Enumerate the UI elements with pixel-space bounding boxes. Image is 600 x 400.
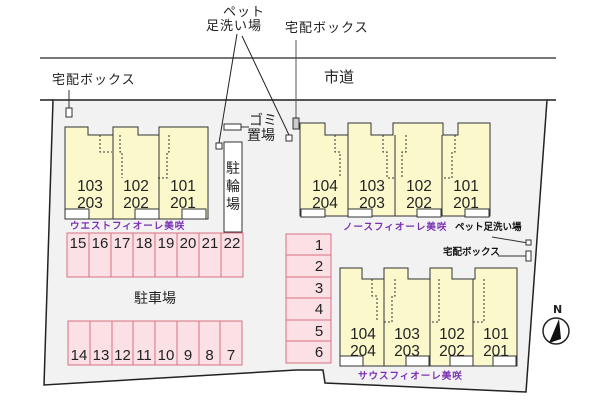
compass-north-label: N <box>553 303 563 316</box>
north-building-name: ノースフィオーレ美咲 <box>343 222 448 233</box>
pet-wash-label-line2: 足洗い場 <box>206 19 263 34</box>
parking-space-4: 4 <box>314 301 324 318</box>
parking-space-12: 12 <box>114 347 131 364</box>
bicycle-parking-label: 駐 輪 場 <box>226 161 240 213</box>
delivery-box-top <box>292 117 300 130</box>
south-building-name: サウスフィオーレ美咲 <box>358 371 463 382</box>
parking-space-7: 7 <box>226 347 236 364</box>
delivery-box-right <box>525 250 532 262</box>
garbage-label-line1: ゴミ <box>249 113 277 129</box>
north-building <box>299 122 491 218</box>
delivery-box-left <box>65 107 73 118</box>
parking-space-19: 19 <box>157 235 175 252</box>
parking-space-22: 22 <box>223 235 241 252</box>
parking-space-3: 3 <box>314 280 324 297</box>
compass-icon <box>542 317 570 345</box>
parking-space-16: 16 <box>91 235 109 252</box>
delivery-box-label-left: 宅配ボックス <box>52 73 136 88</box>
pet-wash-box-1 <box>215 142 223 150</box>
west-building-name: ウエストフィオーレ美咲 <box>70 221 186 232</box>
delivery-box-label-right: 宅配ボックス <box>443 247 500 258</box>
parking-row-bottom <box>67 320 243 366</box>
parking-space-17: 17 <box>113 235 131 252</box>
south-building <box>339 267 518 367</box>
west-building <box>64 126 209 220</box>
parking-space-8: 8 <box>205 347 214 364</box>
parking-column-right <box>285 233 332 364</box>
parking-space-21: 21 <box>201 235 219 252</box>
parking-space-9: 9 <box>183 347 193 364</box>
parking-space-20: 20 <box>179 235 197 252</box>
bicycle-parking-area <box>223 141 243 233</box>
parking-space-6: 6 <box>314 344 324 361</box>
parking-space-14: 14 <box>70 347 88 364</box>
parking-space-2: 2 <box>314 258 324 275</box>
parking-space-13: 13 <box>92 347 110 364</box>
parking-space-10: 10 <box>157 347 175 364</box>
parking-space-1: 1 <box>314 237 324 254</box>
parking-space-18: 18 <box>135 235 153 252</box>
road-label: 市道 <box>324 68 355 86</box>
parking-lot-label: 駐車場 <box>134 291 176 307</box>
parking-space-15: 15 <box>69 235 87 252</box>
pet-wash-label-right: ペット足洗い場 <box>455 222 522 233</box>
garbage-label-line2: 置場 <box>247 128 275 144</box>
parking-space-5: 5 <box>314 323 324 340</box>
delivery-box-label-top: 宅配ボックス <box>285 21 369 36</box>
parking-space-11: 11 <box>136 347 152 364</box>
pet-wash-box-2 <box>285 134 293 142</box>
pet-wash-label-line1: ペット <box>223 5 266 20</box>
pet-wash-box-right <box>525 239 532 246</box>
garbage-area <box>223 123 242 131</box>
parking-row-top <box>66 232 244 278</box>
